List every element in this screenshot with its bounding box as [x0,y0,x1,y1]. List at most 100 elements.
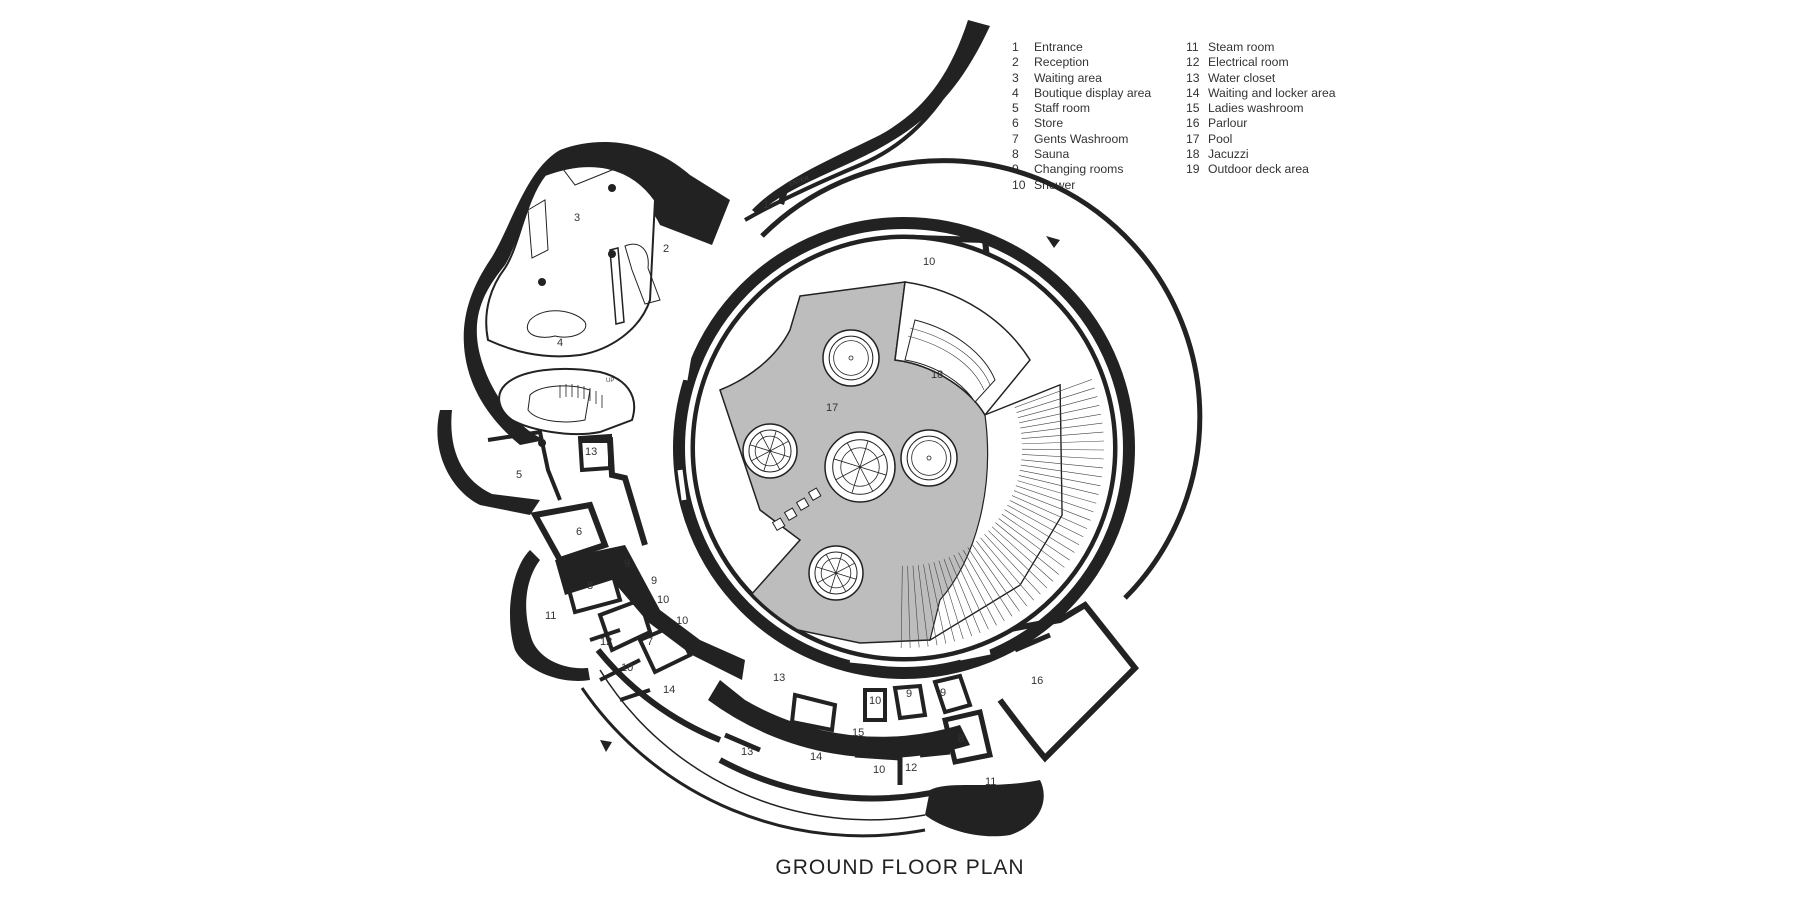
waiting-bench [527,199,549,259]
deck-step-line [928,563,947,644]
waiting-column-1 [608,184,616,192]
deck-step-line [1019,469,1101,487]
north-arrow-markers [600,236,1060,752]
parlour-walls [997,601,1140,763]
room-label-8a: 8 [587,580,593,592]
room-label-10a: 10 [923,256,935,268]
west-wing [437,410,648,564]
legend-item-number: 3 [1012,70,1019,85]
legend-item-number: 1 [1012,40,1019,54]
legend-item-number: 7 [1012,131,1019,146]
deck-step-line [1013,490,1091,521]
room-label-13b: 13 [773,672,785,684]
deck-step-line [958,552,997,626]
store-walls [530,501,609,564]
reception-column [608,250,616,258]
ladies-lower-walls [724,732,951,785]
south-walkway-arc-inner [599,669,926,821]
pool-step-blocks [771,487,822,532]
outer-wall-ring [673,217,1135,679]
deck-step-line [1021,440,1104,445]
deck-step-line [1021,431,1104,439]
legend-item-name: Reception [1034,55,1089,70]
room-label-10f: 10 [873,764,885,776]
legend-item-name: Gents Washroom [1034,131,1129,146]
legend-item: 12 Electrical room [1186,55,1336,70]
legend-item-number: 5 [1012,101,1019,116]
room-label-10c: 10 [676,615,688,627]
room-label-13a: 13 [585,446,597,458]
southwest-rock-mass [510,550,590,681]
pool-fountain [824,431,896,503]
north-arrow-east [1046,236,1060,248]
up-label: UP [606,378,614,384]
reception-counter [609,247,625,325]
plan-title: GROUND FLOOR PLAN [775,856,1025,879]
reception-desk [624,243,661,305]
room-label-1: 1 [763,199,769,211]
legend-item-name: Entrance [1034,40,1083,54]
pool-hall-window-openings [677,349,991,666]
deck-step-line [900,565,903,648]
deck-step-line [998,518,1065,568]
legend-item-number: 2 [1012,55,1019,70]
legend-item-number: 14 [1186,85,1200,100]
room-label-18: 18 [931,369,943,381]
deck-step-line [1009,500,1084,538]
deck-step-line [1020,413,1102,429]
room-label-11b: 11 [985,776,996,788]
entrance-marker [778,188,788,205]
wc-walls-west [577,433,612,473]
deck-step-line [1020,464,1102,478]
room-label-9a: 9 [624,558,630,570]
deck-step-line [1011,495,1088,529]
room-label-17: 17 [826,402,838,414]
legend-item-number: 13 [1186,70,1200,85]
northwest-wing: UP [463,142,730,447]
room-label-8b: 8 [958,733,964,745]
pool-fountain [900,429,958,487]
legend-item-name: Electrical room [1208,55,1289,70]
pool-deck-step-lines [900,379,1104,648]
deck-step-line [995,522,1060,575]
room-label-4: 4 [557,337,563,349]
room-label-14a: 14 [663,684,675,696]
parlour-corner-wall [1014,632,1051,653]
deck-step-line [962,549,1005,622]
deck-step-line [1015,485,1094,513]
legend-item-name: Sauna [1034,147,1070,162]
entrance-rock-mass [752,20,990,215]
legend-item-name: Store [1034,116,1064,131]
legend-item-number: 12 [1186,55,1200,70]
outer-rings [580,158,1203,838]
deck-step-line [988,530,1048,589]
parlour-wing [997,601,1140,763]
legend-item-name: Changing rooms [1034,162,1124,177]
room-label-13c: 13 [741,746,753,758]
legend-item-name: Steam room [1208,40,1275,54]
deck-step-line [1021,459,1104,469]
jacuzzi-arcs [907,327,991,391]
deck-step-line [1019,405,1100,424]
southeast-rock-mass [925,780,1044,837]
room-label-11a: 11 [545,610,556,622]
deck-step-line [1021,422,1103,434]
waiting-sofa [559,154,613,186]
legend-item-name: Ladies washroom [1208,101,1304,116]
legend-item-number: 18 [1186,147,1200,162]
boutique-display-island [527,310,587,338]
gents-wing [510,545,745,743]
deck-step-line [907,565,911,648]
room-label-10b: 10 [657,594,669,606]
